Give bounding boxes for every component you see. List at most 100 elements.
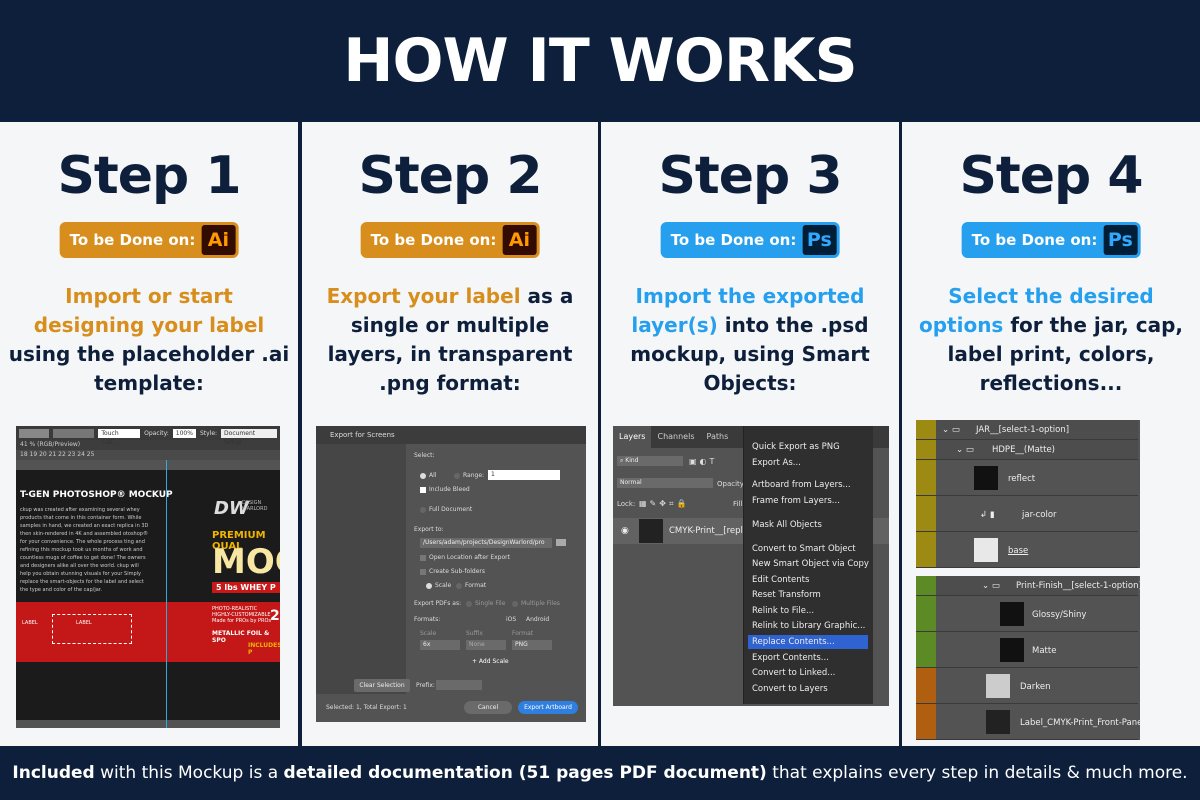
full-document-radio[interactable]: Full Document xyxy=(420,506,472,513)
include-bleed-checkbox[interactable]: Include Bleed xyxy=(420,486,470,493)
badge-text: To be Done on: xyxy=(370,231,497,249)
blend-mode-select[interactable]: Normal xyxy=(617,478,713,488)
step-1-panel: Step 1 To be Done on: Ai Import or start… xyxy=(0,122,298,746)
open-location-checkbox[interactable]: Open Location after Export xyxy=(420,554,510,561)
badge-text: To be Done on: xyxy=(670,231,797,249)
scale-select[interactable]: 6x xyxy=(420,640,460,650)
menu-item-replace-contents[interactable]: Replace Contents... xyxy=(748,635,868,649)
layer-thumbnail xyxy=(974,538,998,562)
layer-row[interactable]: Darken xyxy=(916,668,1138,704)
menu-item[interactable]: Export As... xyxy=(752,458,801,468)
eye-icon[interactable] xyxy=(916,532,936,567)
brand-name: DESIGN WARLORD xyxy=(242,500,268,512)
red-band xyxy=(16,602,280,662)
description-text: using the placeholder .ai template: xyxy=(8,342,290,395)
export-artboard-button[interactable]: Export Artboard xyxy=(518,701,578,714)
layer-row[interactable]: Glossy/Shiny xyxy=(916,596,1138,632)
eye-icon[interactable] xyxy=(916,420,936,439)
select-label: Select: xyxy=(414,452,435,459)
layer-name: CMYK-Print__[replac xyxy=(669,526,753,536)
layer-group-row[interactable]: ⌄ ▭ HDPE__(Matte) xyxy=(916,440,1138,460)
includes-text: INCLUDES P xyxy=(248,642,280,656)
all-radio[interactable]: All xyxy=(420,472,436,479)
ios-button[interactable]: iOS xyxy=(506,616,517,623)
layers-panel-screenshot: Layers Channels Paths ⌕ Kind ▣◐T Normal … xyxy=(613,426,889,706)
multiple-files-radio[interactable]: Multiple Files xyxy=(512,600,560,607)
export-to-label: Export to: xyxy=(414,526,444,533)
step-3-panel: Step 3 To be Done on: Ps Import the expo… xyxy=(601,122,899,746)
tab-layers[interactable]: Layers xyxy=(613,426,652,448)
opacity-field[interactable]: 100% xyxy=(172,428,196,438)
cancel-button[interactable]: Cancel xyxy=(464,701,512,714)
label-placeholder xyxy=(52,614,132,644)
range-input[interactable]: 1 xyxy=(488,470,560,480)
menu-item[interactable]: Relink to Library Graphic... xyxy=(752,621,866,631)
add-scale-button[interactable]: + Add Scale xyxy=(472,658,509,665)
layer-group-row[interactable]: ⌄ ▭ Print-Finish__[select-1-option] xyxy=(916,576,1140,596)
menu-item[interactable]: New Smart Object via Copy xyxy=(752,559,869,569)
folder-icon[interactable] xyxy=(556,539,566,546)
document-tab[interactable]: 41 % (RGB/Preview) xyxy=(16,440,280,450)
prefix-input[interactable] xyxy=(436,680,482,690)
range-radio[interactable]: Range: xyxy=(454,472,484,479)
suffix-input[interactable]: None xyxy=(466,640,506,650)
menu-item[interactable]: Convert to Smart Object xyxy=(752,544,856,554)
mockup-text: MOC xyxy=(212,542,280,582)
chevron-down-icon[interactable]: ⌄ ▭ xyxy=(982,581,1000,591)
style-label: Style: xyxy=(199,429,218,437)
description-highlight: Select the desired options xyxy=(918,284,1154,337)
menu-item[interactable]: Mask All Objects xyxy=(752,520,822,530)
menu-item[interactable]: Relink to File... xyxy=(752,606,815,616)
kind-filter[interactable]: ⌕ Kind xyxy=(617,456,683,466)
menu-item[interactable]: Reset Transform xyxy=(752,590,821,600)
eye-icon[interactable] xyxy=(916,460,936,495)
color-swatch[interactable] xyxy=(19,428,49,438)
metallic-text: METALLIC FOIL & SPO xyxy=(212,630,270,644)
scale-radio[interactable]: Scale xyxy=(426,582,451,589)
export-path-field[interactable]: /Users/adam/projects/DesignWarlord/pro xyxy=(420,538,552,548)
lock-icons[interactable]: ▦✎✥⌗🔒 xyxy=(639,499,690,508)
step-description: Export your label as a single or multipl… xyxy=(310,282,590,398)
premium-text: PREMIUM QUAL xyxy=(212,530,266,552)
export-pdfs-label: Export PDFs as: xyxy=(414,600,462,607)
layer-row[interactable]: reflect xyxy=(916,460,1138,496)
layer-row[interactable]: base xyxy=(916,532,1138,568)
format-radio[interactable]: Format xyxy=(456,582,486,589)
eye-icon[interactable] xyxy=(916,440,936,459)
android-button[interactable]: Android xyxy=(526,616,550,623)
eye-icon[interactable] xyxy=(916,576,936,595)
document-setup-button[interactable]: Document Setup xyxy=(221,428,277,446)
clear-selection-button[interactable]: Clear Selection xyxy=(354,679,410,692)
eye-icon[interactable] xyxy=(916,632,936,667)
layer-group-row[interactable]: ⌄ ▭ JAR__[select-1-option] xyxy=(916,420,1138,440)
eye-icon[interactable] xyxy=(916,668,936,703)
menu-item[interactable]: Artboard from Layers... xyxy=(752,480,851,490)
art-body: ckup was created after examining several… xyxy=(20,507,149,593)
tab-paths[interactable]: Paths xyxy=(706,432,729,441)
menu-item[interactable]: Frame from Layers... xyxy=(752,496,840,506)
menu-item[interactable]: Convert to Linked... xyxy=(752,668,836,678)
eye-icon[interactable] xyxy=(916,704,936,739)
format-select[interactable]: PNG xyxy=(512,640,552,650)
footer-bold: detailed documentation (51 pages PDF doc… xyxy=(283,763,767,783)
menu-item[interactable]: Export Contents... xyxy=(752,653,829,663)
chevron-down-icon[interactable]: ⌄ ▭ xyxy=(942,425,960,435)
layer-row[interactable]: ↲ ▮ jar-color xyxy=(916,496,1138,532)
footer-text: with this Mockup is a xyxy=(94,763,284,783)
eye-icon[interactable]: ◉ xyxy=(621,526,629,536)
tab-channels[interactable]: Channels xyxy=(657,432,695,441)
create-subfolders-checkbox[interactable]: Create Sub-folders xyxy=(420,568,485,575)
menu-item[interactable]: Edit Contents xyxy=(752,575,810,585)
brush-select[interactable]: Touch Call... xyxy=(98,428,141,446)
eye-icon[interactable] xyxy=(916,496,936,531)
filter-icons[interactable]: ▣◐T xyxy=(689,457,718,466)
layer-name: base xyxy=(1008,546,1029,556)
eye-icon[interactable] xyxy=(916,596,936,631)
menu-item[interactable]: Convert to Layers xyxy=(752,684,828,694)
single-file-radio[interactable]: Single File xyxy=(466,600,505,607)
menu-item[interactable]: Quick Export as PNG xyxy=(752,442,840,452)
layer-row[interactable]: Matte xyxy=(916,632,1138,668)
chevron-down-icon[interactable]: ⌄ ▭ xyxy=(956,445,974,455)
layer-row[interactable]: Label_CMYK-Print_Front-Panel__[Double xyxy=(916,704,1140,740)
header: HOW IT WORKS xyxy=(0,0,1200,122)
